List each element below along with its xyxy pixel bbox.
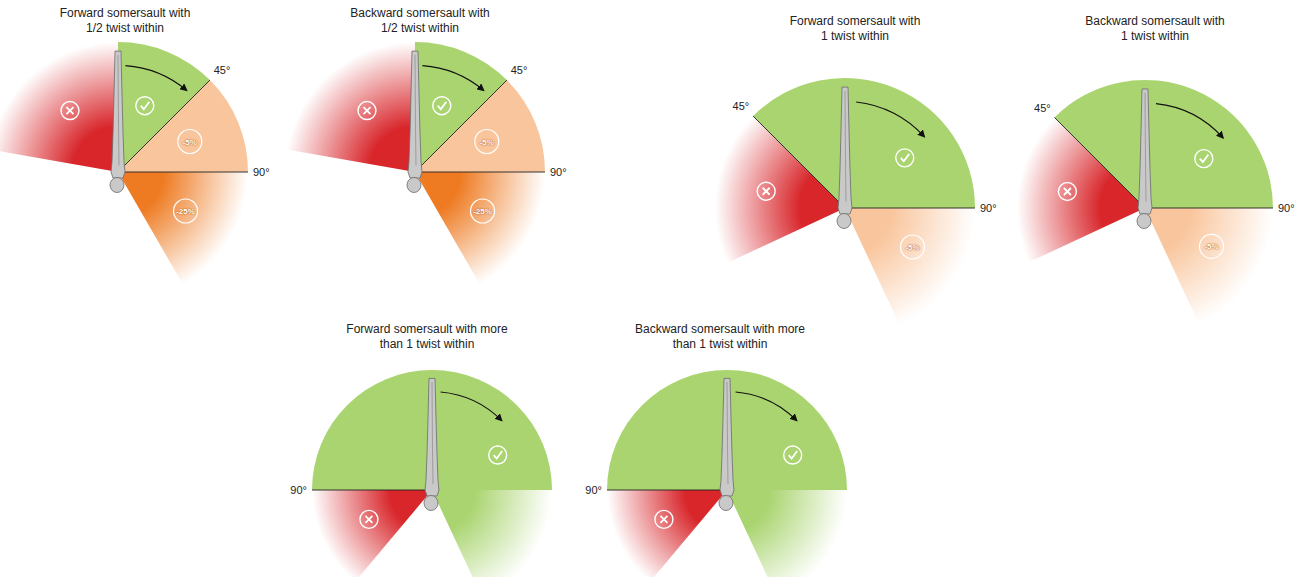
gymnast-body — [720, 378, 734, 496]
gymnast-head — [1137, 214, 1151, 229]
deduction-label: -5% — [905, 243, 919, 252]
gymnast-body — [408, 51, 422, 178]
cross-symbol — [358, 102, 376, 120]
deduction-circle — [901, 235, 925, 259]
deduction-circle — [178, 130, 202, 154]
angle-label: 45° — [510, 64, 529, 77]
angle-label: 45° — [1033, 102, 1052, 115]
gymnast-leg-line — [845, 91, 846, 202]
cross-symbol — [1058, 183, 1076, 201]
diagram-title: Backward somersault with 1 twist within — [1085, 14, 1225, 44]
angle-line — [1145, 208, 1273, 209]
angle-label: 90° — [979, 202, 998, 215]
angle-sector — [753, 78, 975, 208]
angle-label: 90° — [252, 166, 271, 179]
angle-line — [415, 172, 545, 173]
angle-line — [753, 116, 845, 208]
deduction-label: -25% — [473, 207, 492, 216]
deduction-circle — [1200, 234, 1224, 258]
angle-sector — [415, 80, 545, 172]
somersault-fan — [312, 370, 552, 577]
deduction-label: -25% — [176, 207, 195, 216]
angle-label: 90° — [1277, 202, 1296, 215]
angle-label: 90° — [549, 166, 568, 179]
angle-label: 45° — [213, 64, 232, 77]
check-symbol — [896, 149, 914, 167]
angle-sector — [1145, 208, 1273, 324]
check-symbol — [433, 97, 451, 115]
gymnast-body — [838, 87, 852, 214]
angle-sector — [287, 42, 415, 172]
deduction-circle — [174, 199, 198, 223]
diagram-title: Backward somersault with 1/2 twist withi… — [350, 6, 490, 36]
rotation-arrow — [856, 102, 924, 137]
gymnast-body — [1138, 89, 1152, 214]
angle-sector — [415, 172, 545, 285]
angle-line — [607, 490, 727, 491]
angle-line — [415, 80, 507, 172]
angle-label: 90° — [289, 484, 308, 497]
rotation-arrow — [125, 66, 186, 91]
angle-sector — [1054, 80, 1273, 208]
check-symbol — [489, 446, 507, 464]
gymnast-head — [424, 496, 438, 511]
gymnast-leg-line — [727, 382, 728, 484]
rotation-arrow — [1156, 104, 1223, 138]
angle-sector — [432, 490, 552, 577]
angle-sector — [312, 490, 432, 577]
gymnast-head — [110, 178, 124, 193]
deduction-circle — [471, 199, 495, 223]
deduction-label: -5% — [183, 137, 197, 146]
gymnast-leg-line — [1145, 93, 1146, 202]
somersault-fan — [287, 42, 545, 285]
gymnast-head — [837, 214, 851, 229]
angle-label: 90° — [584, 484, 603, 497]
gymnast-leg-line — [118, 55, 119, 166]
angle-sector — [0, 42, 118, 172]
gymnast-body — [425, 378, 439, 496]
angle-line — [1054, 117, 1145, 208]
somersault-fan — [715, 78, 975, 326]
diagram-title: Forward somersault with 1/2 twist within — [55, 6, 195, 36]
somersault-fan — [607, 370, 847, 577]
deduction-circle — [475, 130, 499, 154]
angle-line — [845, 208, 975, 209]
diagram-title: Backward somersault with more than 1 twi… — [628, 322, 813, 352]
gymnast-leg-line — [415, 55, 416, 166]
cross-symbol — [360, 510, 378, 528]
diagram-title: Forward somersault with 1 twist within — [785, 14, 925, 44]
rotation-arrow — [736, 392, 797, 420]
rotation-arrow — [441, 392, 502, 420]
angle-line — [118, 172, 248, 173]
somersault-fan — [1017, 80, 1273, 324]
angle-label: 45° — [732, 100, 751, 113]
angle-line — [118, 80, 210, 172]
rotation-arrow — [422, 66, 483, 91]
angle-sector — [845, 208, 975, 326]
deduction-label: -5% — [480, 137, 494, 146]
cross-symbol — [655, 510, 673, 528]
angle-sector — [118, 80, 248, 172]
angle-sector — [727, 490, 847, 577]
gymnast-head — [407, 178, 421, 193]
cross-symbol — [757, 182, 775, 200]
angle-sector — [118, 172, 248, 285]
check-symbol — [136, 97, 154, 115]
gymnast-body — [111, 51, 125, 178]
deduction-label: -5% — [1204, 242, 1218, 251]
check-symbol — [784, 446, 802, 464]
angle-sector — [607, 490, 727, 577]
somersault-fan — [0, 42, 248, 285]
angle-line — [312, 490, 432, 491]
cross-symbol — [61, 102, 79, 120]
gymnast-leg-line — [432, 382, 433, 484]
gymnast-head — [719, 496, 733, 511]
check-symbol — [1195, 150, 1213, 168]
diagram-title: Forward somersault with more than 1 twis… — [335, 322, 520, 352]
